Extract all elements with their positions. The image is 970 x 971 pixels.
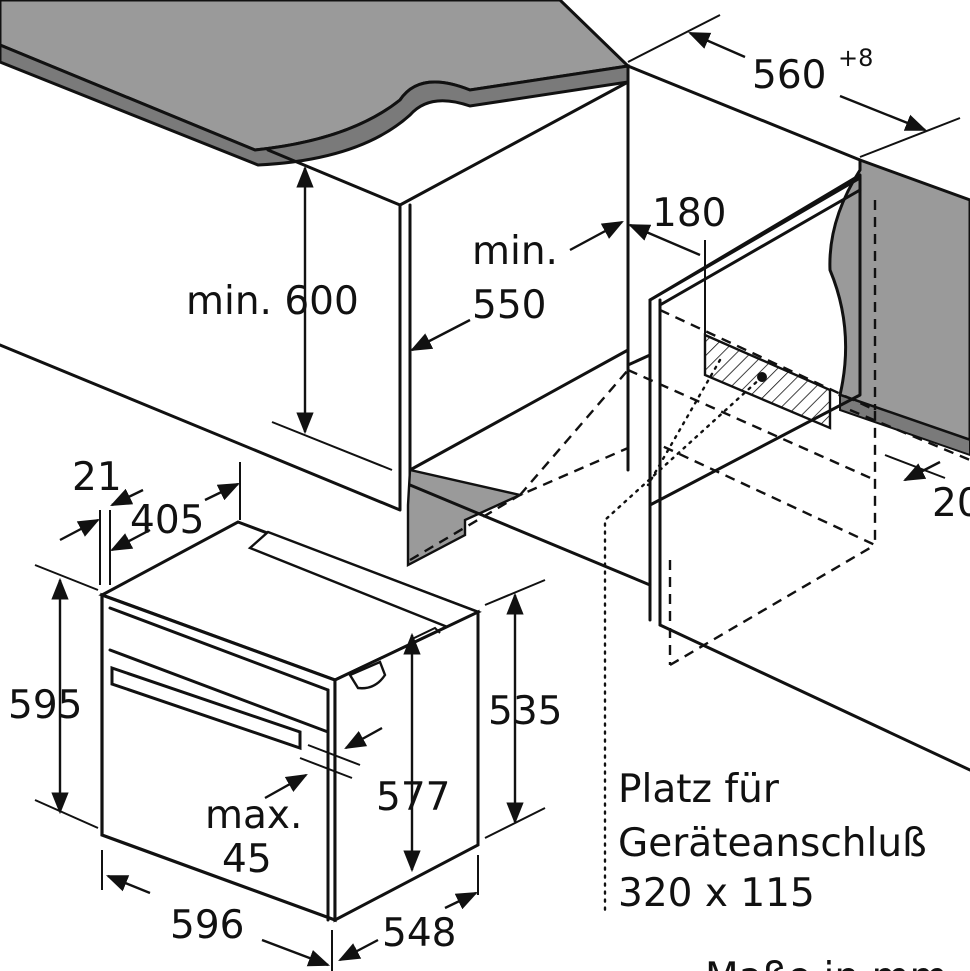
worktop bbox=[0, 0, 632, 167]
cable-route-line bbox=[646, 358, 722, 487]
label-offset-21: 21 bbox=[72, 455, 122, 500]
connection-note-line3: 320 x 115 bbox=[618, 871, 815, 916]
connection-note-line2: Geräteanschluß bbox=[618, 821, 927, 866]
label-max-1: max. bbox=[205, 793, 302, 838]
label-height-595: 595 bbox=[8, 683, 82, 728]
label-width-596: 596 bbox=[170, 903, 244, 948]
back-edge-line bbox=[626, 64, 862, 162]
label-depth-548: 548 bbox=[382, 911, 456, 956]
label-connection-offset: 180 bbox=[652, 191, 726, 236]
dimension-lines bbox=[34, 31, 946, 971]
label-min-width-1: min. bbox=[472, 229, 558, 274]
extension-line bbox=[627, 14, 721, 63]
connection-note-line1: Platz für bbox=[618, 767, 780, 812]
label-depth-405: 405 bbox=[130, 498, 204, 543]
label-worktop-tolerance: +8 bbox=[838, 44, 873, 72]
units-note: Maße in mm bbox=[705, 955, 947, 971]
label-height-577: 577 bbox=[376, 775, 450, 820]
label-min-height: min. 600 bbox=[186, 279, 359, 324]
right-cabinet bbox=[648, 173, 970, 772]
label-min-width-2: 550 bbox=[472, 283, 546, 328]
extension-line bbox=[859, 117, 961, 158]
niche-hidden-lines bbox=[409, 200, 970, 667]
left-cabinet bbox=[0, 64, 652, 587]
label-offset-20: 20 bbox=[932, 481, 970, 526]
oven bbox=[98, 520, 482, 923]
connection-area bbox=[703, 240, 832, 430]
cable-route-line bbox=[603, 375, 764, 912]
label-height-535: 535 bbox=[488, 689, 562, 734]
label-max-2: 45 bbox=[222, 837, 272, 882]
label-worktop-depth: 560 bbox=[752, 53, 826, 98]
